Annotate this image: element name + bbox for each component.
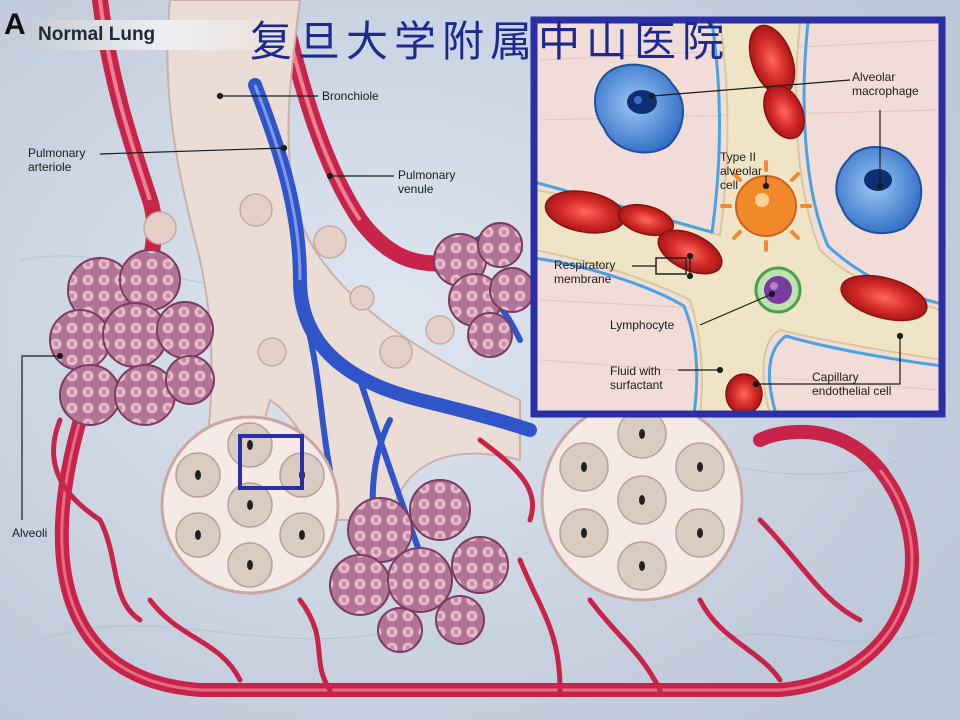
label-fluid-with-surfactant: Fluid with surfactant: [610, 364, 663, 392]
inset-panel: [530, 16, 946, 418]
alveoli-cluster-top: [433, 222, 535, 358]
label-pulmonary-arteriole: Pulmonary arteriole: [28, 146, 86, 174]
panel-letter: A: [4, 8, 26, 41]
label-capillary-endothelial-cell: Capillary endothelial cell: [812, 370, 892, 398]
red-blood-cells: [544, 24, 928, 415]
label-bronchiole: Bronchiole: [322, 89, 379, 103]
label-lymphocyte: Lymphocyte: [610, 318, 675, 332]
label-respiratory-membrane: Respiratory membrane: [554, 258, 616, 286]
main-leader-lines: [21, 92, 394, 520]
lymphocyte-cell: [754, 266, 802, 314]
magnification-box: [238, 434, 304, 490]
alveoli-cluster-left: [49, 249, 215, 426]
alveoli-cluster-bottom: [329, 479, 509, 653]
label-pulmonary-venule: Pulmonary venule: [398, 168, 456, 196]
alveolar-macrophage-right: [835, 146, 923, 235]
alveolus-cross-section-left: [160, 415, 340, 595]
label-type-ii-alveolar-cell: Type II alveolar cell: [720, 150, 763, 192]
capillary-network: [51, 417, 863, 693]
panel-title: Normal Lung: [38, 24, 156, 45]
label-alveoli: Alveoli: [12, 526, 48, 540]
label-alveolar-macrophage: Alveolar macrophage: [852, 70, 919, 98]
title-bar: Normal Lung: [30, 20, 280, 50]
watermark-text: 复旦大学附属中山医院: [250, 17, 731, 66]
bronchiole-buds: [143, 193, 455, 369]
inset-leader-lines: [632, 79, 904, 388]
alveolus-cross-section-right: [540, 398, 744, 602]
